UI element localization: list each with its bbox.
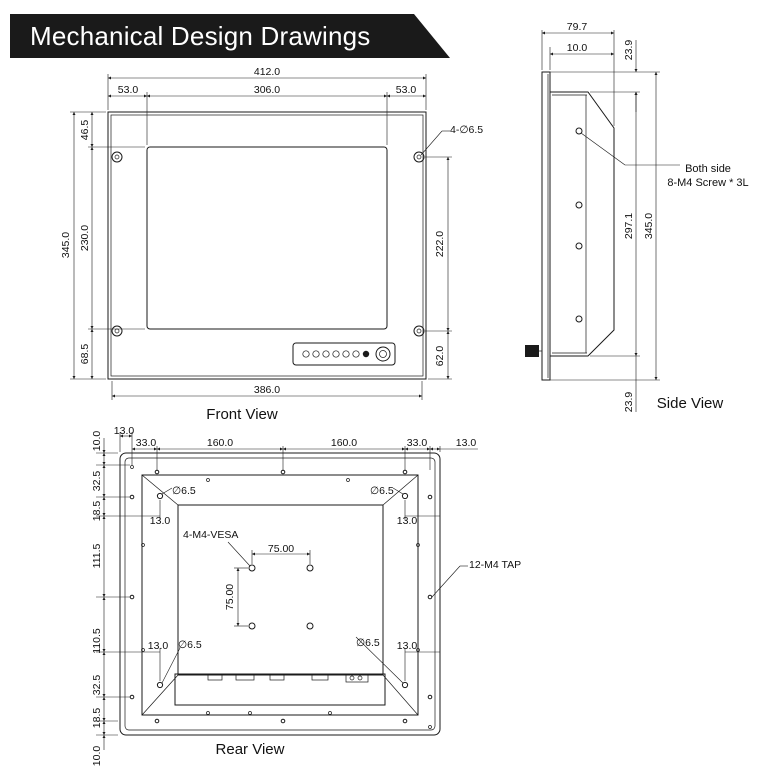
rear-view: 75.00 75.00 4-M4-VESA 12-M4 TAP ∅6.5 ∅6.… — [91, 425, 521, 766]
rear-hole-bl: ∅6.5 — [178, 639, 202, 651]
rear-vesa-holes — [227, 541, 314, 630]
rear-dim-vesa-h: 75.00 — [268, 543, 294, 555]
side-note-line2: 8-M4 Screw * 3L — [667, 177, 748, 189]
rear-hole-br: ∅6.5 — [356, 637, 380, 649]
front-dim-bottom-margin: 68.5 — [79, 344, 91, 365]
page-title: Mechanical Design Drawings — [30, 21, 371, 51]
side-view-label: Side View — [657, 395, 724, 412]
rear-dim-left-18-5-top: 18.5 — [91, 501, 103, 522]
side-bezel — [541, 71, 551, 381]
side-dim-top-offset: 23.9 — [623, 40, 635, 61]
rear-hole-tr: ∅6.5 — [370, 485, 394, 497]
rear-view-label: Rear View — [216, 741, 285, 758]
rear-dim-inner-br: 13.0 — [397, 640, 418, 652]
front-screen-window — [146, 146, 388, 330]
side-dim-bezel: 10.0 — [567, 42, 588, 54]
side-dim-depth: 79.7 — [567, 21, 588, 33]
rear-hole-tl: ∅6.5 — [172, 485, 196, 497]
rear-dim-inner-tl: 13.0 — [150, 515, 171, 527]
side-dim-total-height: 345.0 — [643, 213, 655, 239]
rear-perimeter-screws — [130, 465, 432, 729]
front-dim-right-margin: 53.0 — [396, 84, 417, 96]
rear-corner-holes — [156, 492, 409, 689]
rear-cover — [141, 474, 419, 716]
rear-dim-left-18-5-bottom: 18.5 — [91, 708, 103, 729]
side-screws — [575, 127, 583, 323]
front-dim-hole-pitch: 222.0 — [434, 231, 446, 257]
rear-connector-box — [174, 673, 386, 706]
front-dim-bottom-width: 386.0 — [254, 384, 280, 396]
rear-tap-note: 12-M4 TAP — [469, 559, 521, 571]
front-view: 412.0 53.0 306.0 53.0 345.0 46.5 230.0 6… — [60, 66, 483, 423]
rear-dim-top-33-left: 33.0 — [136, 437, 157, 449]
front-dim-top-margin: 46.5 — [79, 120, 91, 141]
front-dim-total-height: 345.0 — [60, 232, 72, 258]
side-body — [549, 91, 615, 357]
rear-dim-left-32-5-bottom: 32.5 — [91, 675, 103, 696]
rear-dim-top-160-left: 160.0 — [207, 437, 233, 449]
rear-dim-edge-right-x: 13.0 — [456, 437, 477, 449]
rear-dim-left-110-5: 110.5 — [91, 628, 103, 654]
rear-dim-top-33-right: 33.0 — [407, 437, 428, 449]
front-button-strip — [292, 342, 396, 366]
front-view-label: Front View — [206, 406, 278, 423]
front-dim-hole-bottom: 62.0 — [434, 346, 446, 367]
side-dim-inner-height: 297.1 — [623, 213, 635, 239]
rear-tap-holes — [129, 469, 433, 724]
front-hole-note: 4-∅6.5 — [450, 124, 483, 136]
title-banner — [10, 14, 450, 58]
rear-dim-edge-bottom: 10.0 — [91, 746, 103, 767]
front-dim-center: 306.0 — [254, 84, 280, 96]
side-connector-knob — [525, 345, 542, 357]
rear-dim-edge-left-x: 13.0 — [114, 425, 135, 437]
rear-vesa-note: 4-M4-VESA — [183, 529, 238, 541]
front-panel-outline — [107, 111, 427, 380]
rear-outer-frame — [119, 452, 441, 736]
rear-dim-inner-bl: 13.0 — [148, 640, 169, 652]
front-mounting-holes — [111, 151, 425, 337]
rear-dim-vesa-v: 75.00 — [224, 584, 236, 610]
rear-dim-edge-top: 10.0 — [91, 431, 103, 452]
front-dim-window-height: 230.0 — [79, 225, 91, 251]
side-view: Both side 8-M4 Screw * 3L 79.7 10.0 23.9… — [525, 21, 749, 412]
rear-dim-left-111-5: 111.5 — [91, 543, 103, 568]
side-dim-bottom-offset: 23.9 — [623, 392, 635, 413]
rear-inner-panel — [177, 504, 384, 676]
rear-dim-inner-tr: 13.0 — [397, 515, 418, 527]
rear-dim-left-32-5-top: 32.5 — [91, 471, 103, 492]
front-dim-left-margin: 53.0 — [118, 84, 139, 96]
rear-dim-top-160-right: 160.0 — [331, 437, 357, 449]
side-note-line1: Both side — [685, 163, 731, 175]
front-dim-total-width: 412.0 — [254, 66, 280, 78]
